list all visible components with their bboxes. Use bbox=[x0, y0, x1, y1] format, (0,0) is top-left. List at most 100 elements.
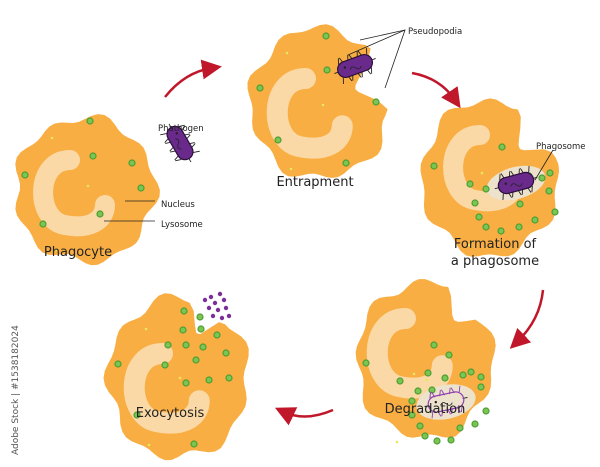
granule bbox=[144, 327, 148, 331]
lysosome bbox=[456, 424, 464, 432]
pathogen-body bbox=[497, 171, 535, 195]
pathogen-dot bbox=[434, 400, 438, 404]
lysosome bbox=[424, 369, 432, 377]
lysosome bbox=[197, 325, 205, 333]
lysosome bbox=[196, 313, 204, 321]
lysosome bbox=[408, 397, 416, 405]
lysosome bbox=[114, 360, 122, 368]
lysosome bbox=[190, 440, 198, 448]
lysosome bbox=[538, 174, 546, 182]
lysosome bbox=[471, 199, 479, 207]
arrow-2-icon bbox=[411, 71, 461, 109]
flagellum bbox=[528, 166, 530, 173]
flagellum bbox=[160, 133, 167, 136]
lysosome bbox=[477, 383, 485, 391]
pathogen-label: Phathogen bbox=[158, 124, 204, 134]
degraded-pathogen bbox=[424, 385, 468, 419]
exocytosis-cell bbox=[103, 293, 249, 461]
lysosome bbox=[467, 368, 475, 376]
flagellum bbox=[178, 124, 185, 127]
phagosome-formation-cell bbox=[420, 98, 560, 257]
lysosome bbox=[430, 341, 438, 349]
granule bbox=[425, 378, 429, 382]
debris-particle bbox=[208, 294, 214, 300]
lysosome bbox=[205, 376, 213, 384]
lysosome bbox=[182, 341, 190, 349]
flagellum bbox=[431, 411, 434, 419]
granule bbox=[395, 440, 399, 444]
lysosome bbox=[213, 331, 221, 339]
nucleus bbox=[266, 68, 353, 159]
debris-particle bbox=[221, 297, 227, 303]
lysosome bbox=[408, 411, 416, 419]
flagellum bbox=[458, 385, 461, 393]
debris-particle bbox=[202, 297, 208, 303]
phagosome-label: Phagosome bbox=[536, 142, 585, 152]
formation-title-line1: Formation of bbox=[454, 237, 537, 252]
lysosome bbox=[482, 407, 490, 415]
granule bbox=[412, 372, 416, 376]
nucleus bbox=[33, 150, 115, 237]
lysosome bbox=[128, 159, 136, 167]
arrow-4-icon bbox=[274, 407, 334, 426]
lysosome bbox=[161, 361, 169, 369]
flagellum bbox=[193, 150, 200, 153]
lysosome bbox=[396, 377, 404, 385]
lysosome bbox=[86, 117, 94, 125]
degradation-cell bbox=[355, 279, 496, 445]
flagellum bbox=[371, 67, 373, 74]
lysosome bbox=[497, 227, 505, 235]
granule bbox=[480, 171, 484, 175]
watermark: Adobe Stock | #1538182024 bbox=[11, 325, 21, 455]
flagellum bbox=[188, 157, 192, 163]
lysosome bbox=[362, 359, 370, 367]
debris-particle bbox=[206, 305, 212, 311]
lysosome bbox=[199, 343, 207, 351]
lysosome bbox=[545, 187, 553, 195]
lysosome bbox=[421, 432, 429, 440]
pathogen-dot bbox=[343, 66, 347, 69]
flagellum bbox=[175, 159, 182, 162]
lysosome bbox=[182, 379, 190, 387]
lysosome bbox=[133, 411, 141, 419]
lysosome bbox=[433, 437, 441, 445]
debris-cluster bbox=[202, 291, 232, 321]
pseudopodia-label: Pseudopodia bbox=[408, 27, 462, 37]
lysosome bbox=[416, 422, 424, 430]
lysosome bbox=[546, 169, 554, 177]
lysosome bbox=[447, 436, 455, 444]
pathogen-dna bbox=[175, 138, 182, 150]
pathogen-dna bbox=[349, 65, 362, 71]
lysosome bbox=[225, 374, 233, 382]
nucleus-label: Nucleus bbox=[161, 200, 195, 210]
exocytosis-title: Exocytosis bbox=[136, 406, 205, 421]
flagellum bbox=[499, 173, 501, 181]
flagellum bbox=[429, 391, 432, 399]
lysosome bbox=[256, 84, 264, 92]
lysosome bbox=[192, 356, 200, 364]
debris-particle bbox=[226, 313, 232, 319]
flagellum bbox=[337, 58, 339, 65]
nucleus bbox=[366, 308, 453, 399]
lysosome bbox=[274, 136, 282, 144]
lysosome bbox=[430, 162, 438, 170]
granule bbox=[289, 167, 293, 171]
pathogen-dna bbox=[440, 402, 453, 406]
pathogen bbox=[334, 47, 376, 85]
lysosome bbox=[516, 200, 524, 208]
lysosome bbox=[89, 152, 97, 160]
pseudopodia-leader-2 bbox=[347, 29, 406, 56]
granule bbox=[285, 51, 289, 55]
lysosome bbox=[39, 220, 47, 228]
lysosome bbox=[21, 171, 29, 179]
flagellum bbox=[342, 77, 344, 85]
lysosome bbox=[441, 374, 449, 382]
pathogen-dna bbox=[510, 183, 523, 187]
lysosome bbox=[482, 223, 490, 231]
lysosome bbox=[179, 326, 187, 334]
debris-particle bbox=[212, 300, 218, 306]
debris-particle bbox=[215, 307, 221, 313]
granule bbox=[86, 184, 90, 188]
granule bbox=[50, 136, 54, 140]
